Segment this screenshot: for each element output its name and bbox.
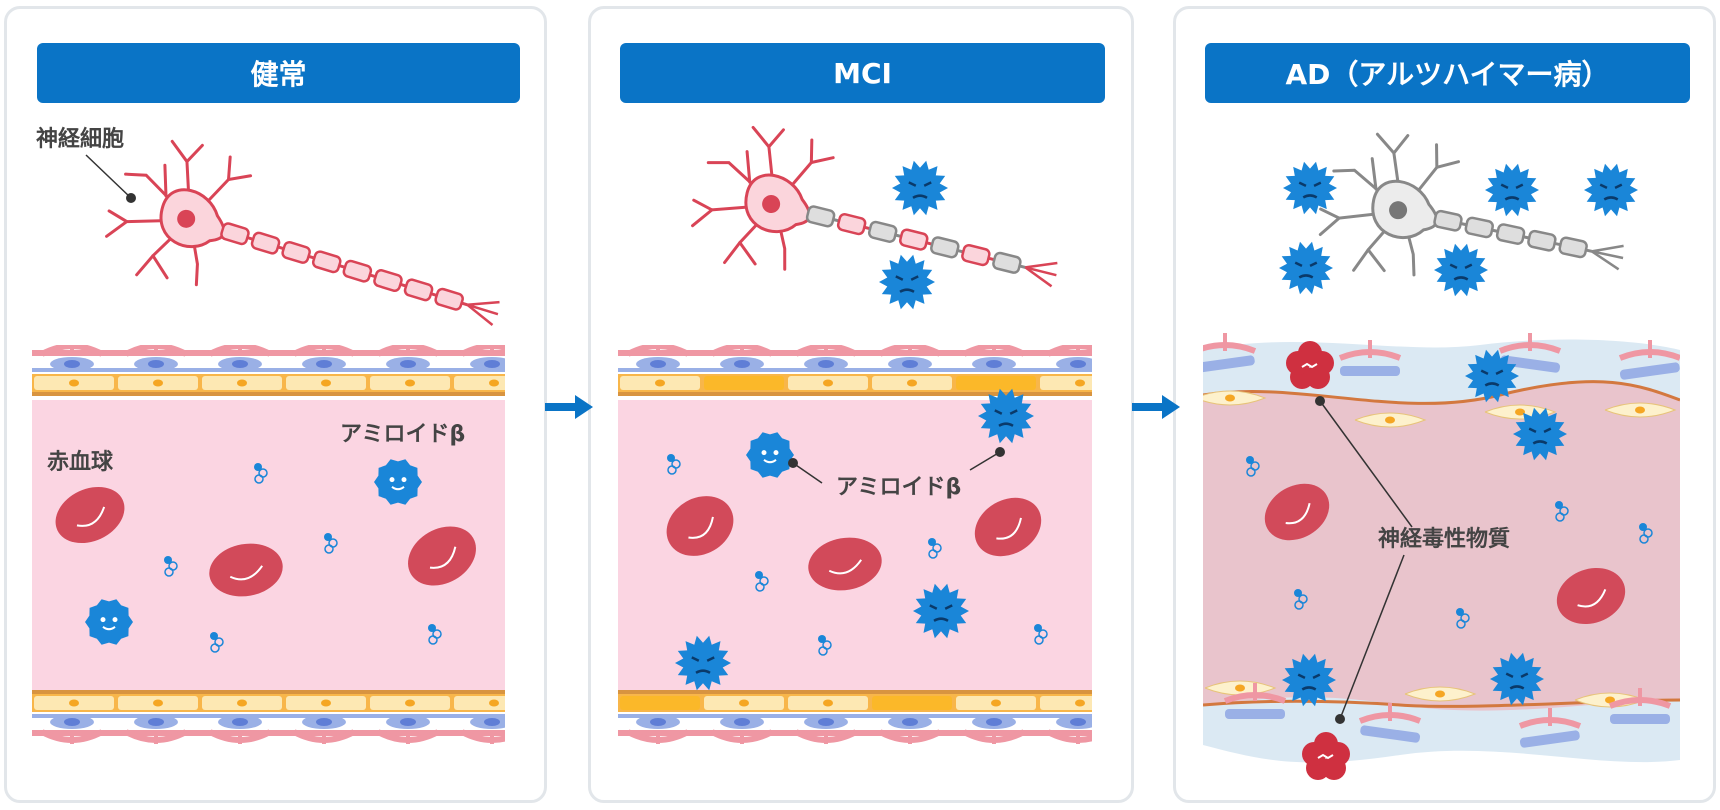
vessel-lumen <box>1203 381 1680 711</box>
amyloid-beta-icon <box>374 459 422 505</box>
leader-line <box>1339 554 1405 720</box>
molecule-icon <box>428 624 442 645</box>
angry-amyloid-icon <box>1584 163 1638 217</box>
angry-amyloid-icon <box>1283 161 1337 215</box>
molecule-icon <box>818 635 832 656</box>
red-blood-cell-icon <box>209 543 283 597</box>
panel-title-mci: MCI <box>620 43 1105 103</box>
panel-title-ad: AD（アルツハイマー病） <box>1205 43 1690 103</box>
molecule-icon <box>210 632 224 653</box>
angry-amyloid-icon <box>892 160 948 216</box>
amyloid-beta-label-healthy: アミロイドβ <box>340 422 466 447</box>
angry-amyloid-icon <box>978 388 1034 444</box>
angry-amyloid-icon <box>879 254 935 310</box>
molecule-icon <box>755 571 769 592</box>
angry-amyloid-icon <box>1282 653 1336 707</box>
angry-amyloid-icon <box>913 583 969 639</box>
red-blood-cell-icon <box>666 496 734 556</box>
angry-amyloid-icon <box>1485 163 1539 217</box>
neurotoxin-icon <box>1302 732 1350 780</box>
molecule-icon <box>1034 624 1048 645</box>
molecule-icon <box>928 538 942 559</box>
red-blood-cell-icon <box>408 526 476 586</box>
red-blood-cell-icon <box>808 537 882 591</box>
neuron-label: 神経細胞 <box>36 127 125 152</box>
red-blood-cell-icon <box>1556 567 1626 625</box>
angry-amyloid-icon <box>1434 243 1488 297</box>
panel-title-healthy: 健常 <box>37 43 520 103</box>
leader-line <box>969 451 1001 471</box>
molecule-icon <box>254 463 268 484</box>
neuron-icon <box>1318 132 1624 277</box>
amyloid-beta-icon <box>85 599 133 645</box>
neurotoxin-label: 神経毒性物質 <box>1378 527 1511 552</box>
red-blood-cell-icon <box>1264 483 1330 541</box>
molecule-icon <box>1294 589 1308 610</box>
molecule-icon <box>1555 501 1569 522</box>
molecule-icon <box>324 533 338 554</box>
molecule-icon <box>1246 456 1260 477</box>
angry-amyloid-icon <box>675 635 731 691</box>
red-blood-cell-icon <box>974 497 1042 557</box>
arrow-right-icon <box>545 395 593 419</box>
leader-line <box>792 462 823 484</box>
molecule-icon <box>667 454 681 475</box>
angry-amyloid-icon <box>1279 241 1333 295</box>
red-blood-cell-icon <box>55 486 125 544</box>
leader-line <box>85 154 132 199</box>
neuron-icon <box>691 125 1058 288</box>
angry-amyloid-icon <box>1490 652 1544 706</box>
arrow-right-icon <box>1132 395 1180 419</box>
amyloid-beta-icon <box>746 432 794 478</box>
red-blood-cell-label: 赤血球 <box>47 450 114 475</box>
neurotoxin-icon <box>1286 341 1334 389</box>
molecule-icon <box>164 556 178 577</box>
molecule-icon <box>1456 608 1470 629</box>
angry-amyloid-icon <box>1513 407 1567 461</box>
amyloid-beta-label-mci: アミロイドβ <box>836 475 962 500</box>
molecule-icon <box>1639 523 1653 544</box>
angry-amyloid-icon <box>1465 349 1519 403</box>
leader-line <box>1319 400 1413 528</box>
neuron-icon <box>105 139 500 327</box>
